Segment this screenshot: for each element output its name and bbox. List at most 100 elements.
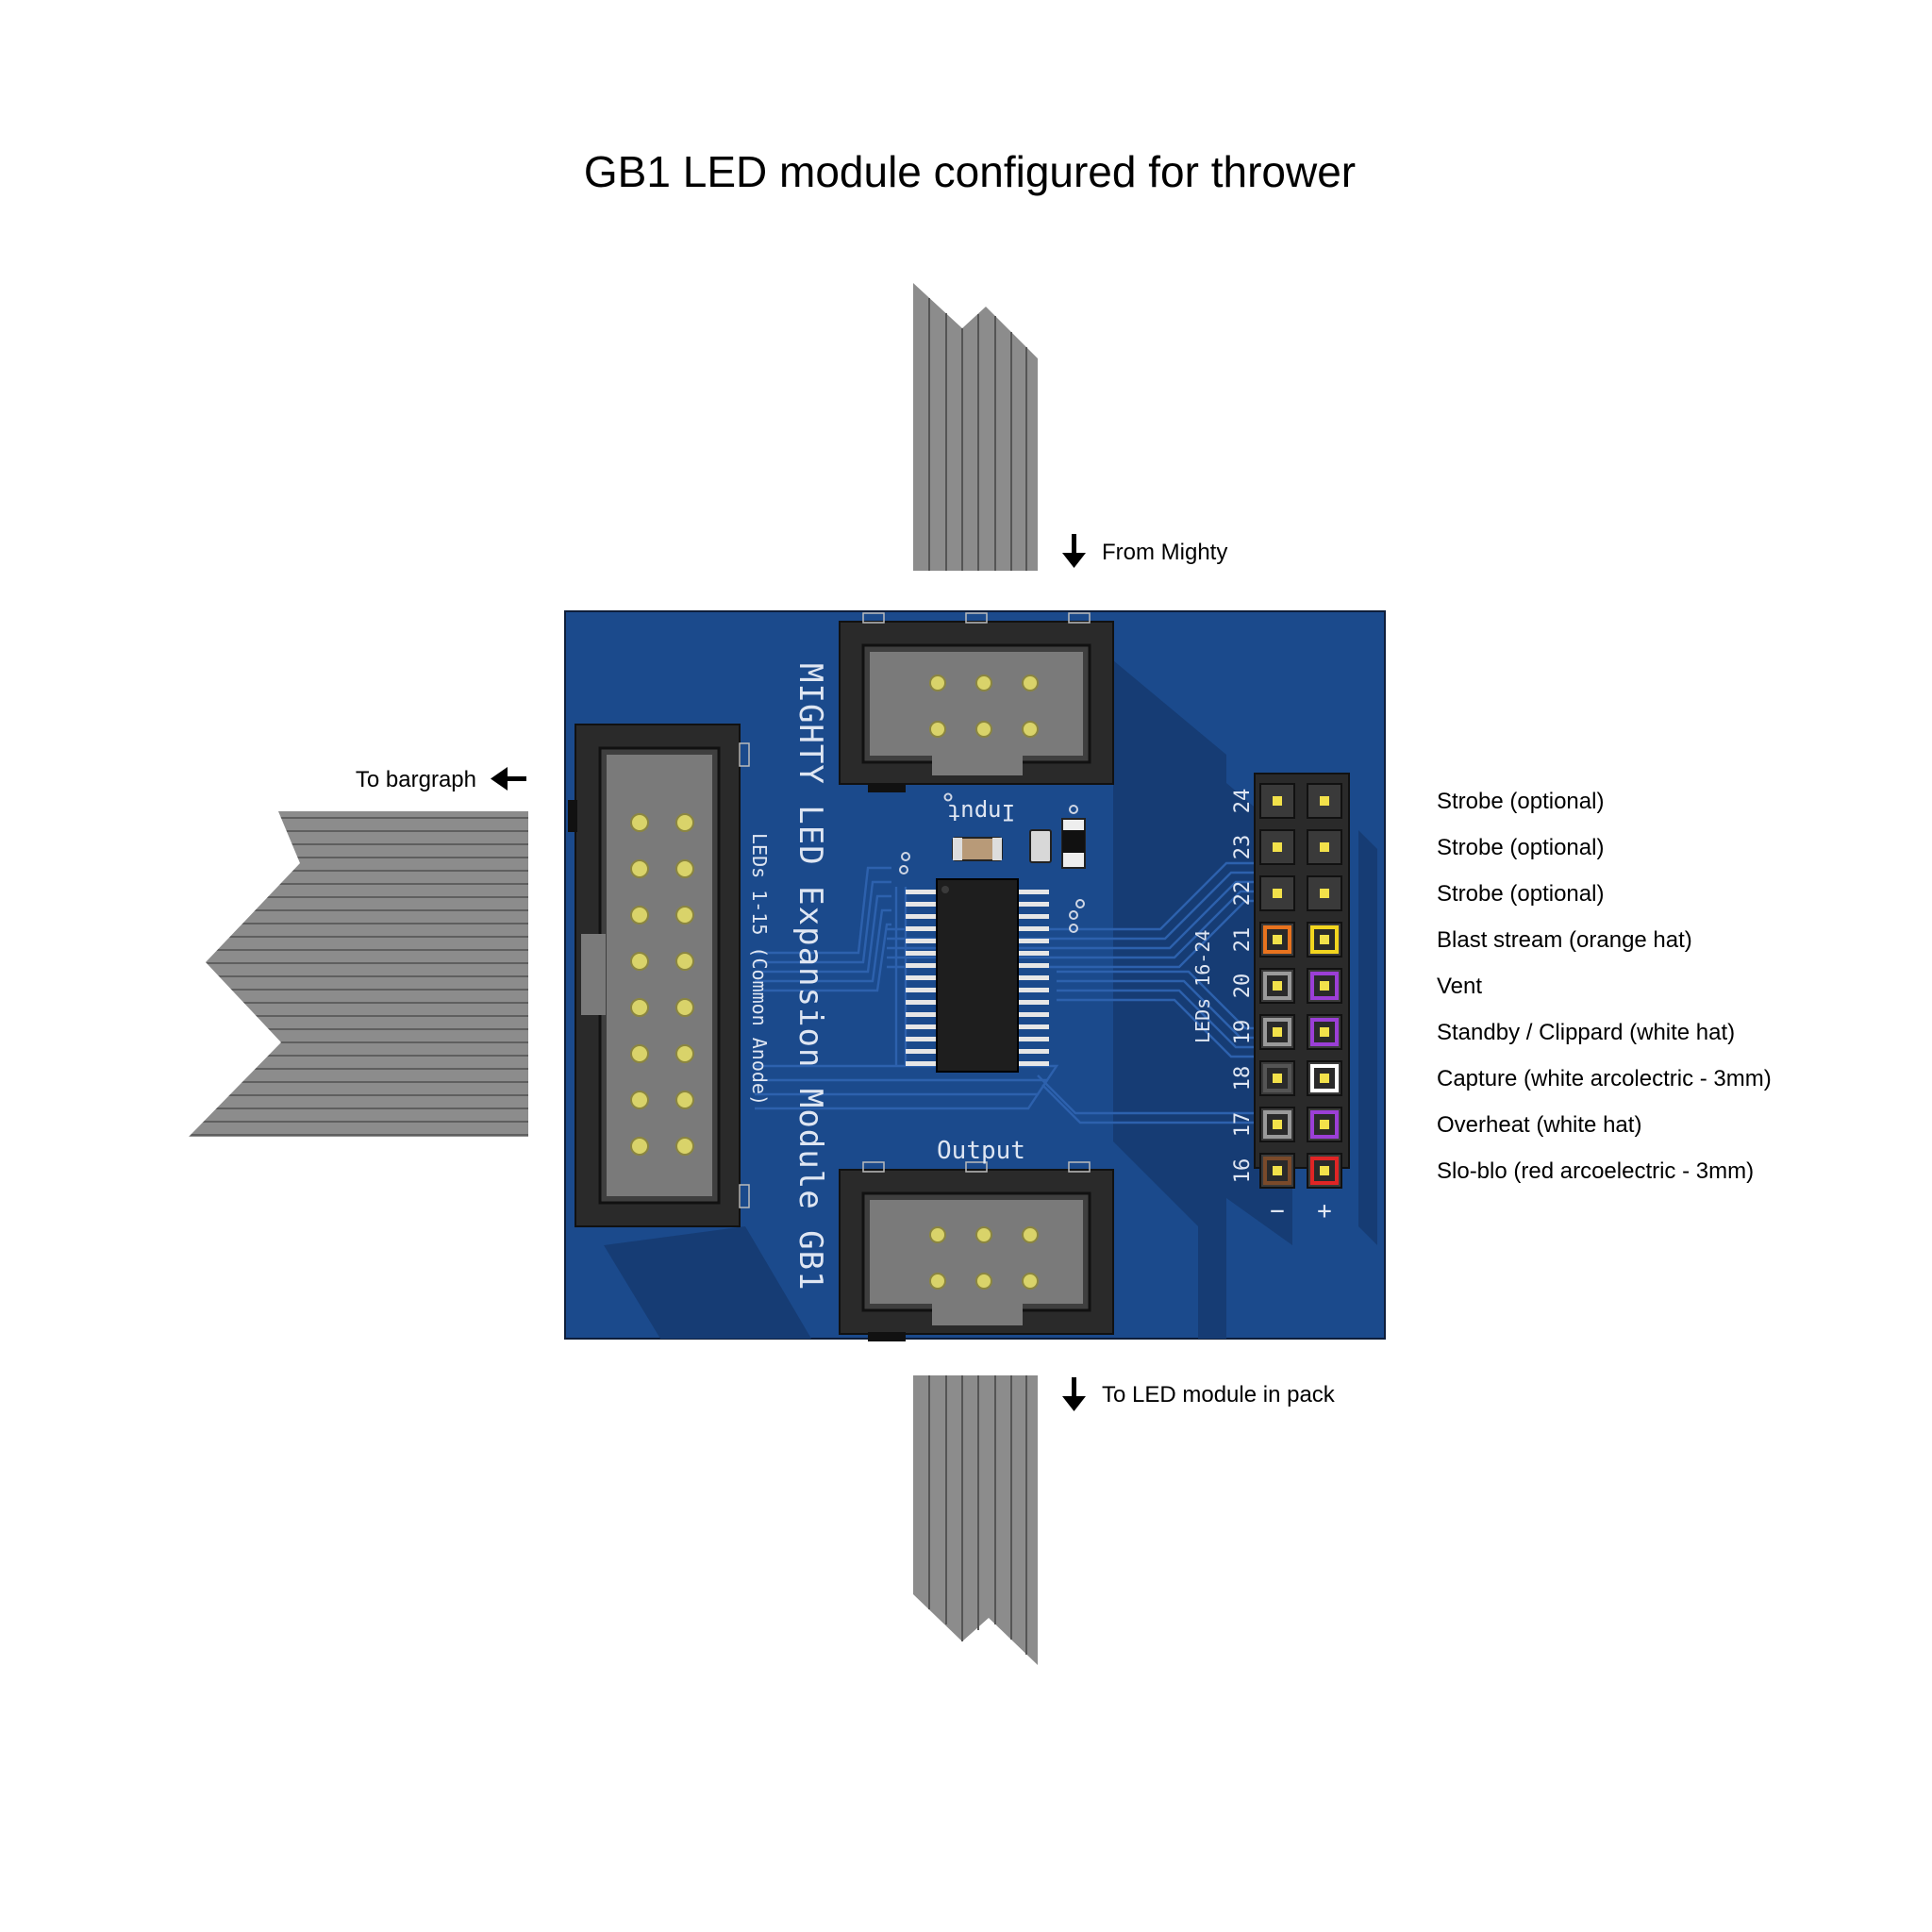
ic-lead xyxy=(906,975,938,980)
header-pad xyxy=(675,1091,694,1109)
left-header-silkscreen: LEDs 1-15 (Common Anode) xyxy=(748,833,771,1106)
left-header-pads xyxy=(630,813,694,1156)
pin-number: 20 xyxy=(1231,974,1255,999)
header-pin xyxy=(1320,889,1329,898)
diagram-title: GB1 LED module configured for thrower xyxy=(584,147,1356,196)
smd-components xyxy=(899,792,1086,933)
connector-pad xyxy=(929,1226,946,1243)
pin-number: 22 xyxy=(1231,881,1255,907)
ic-lead xyxy=(1017,975,1049,980)
ic-lead xyxy=(1017,902,1049,907)
ic-lead xyxy=(1017,939,1049,943)
header-pad xyxy=(675,813,694,832)
from-mighty-label: From Mighty xyxy=(1102,540,1227,565)
pin-function-label: Capture (white arcolectric - 3mm) xyxy=(1437,1066,1772,1091)
header-pad xyxy=(630,1091,649,1109)
ic-lead xyxy=(906,988,938,992)
pin-function-label: Slo-blo (red arcoelectric - 3mm) xyxy=(1437,1158,1754,1184)
header-pin xyxy=(1320,981,1329,991)
pin-number: 23 xyxy=(1231,835,1255,860)
down-arrow-icon xyxy=(1062,1377,1086,1411)
plus-polarity-label: + xyxy=(1317,1197,1332,1225)
output-connector xyxy=(839,1161,1114,1341)
header-pin xyxy=(1273,1027,1282,1037)
header-pin xyxy=(1320,935,1329,944)
pin-function-label: Overheat (white hat) xyxy=(1437,1112,1641,1138)
to-led-module-label: To LED module in pack xyxy=(1102,1382,1336,1407)
ic-lead xyxy=(906,902,938,907)
ic-leads xyxy=(906,890,1049,1066)
right-header-pins xyxy=(1259,783,1342,1189)
connector-pad xyxy=(1022,1273,1039,1290)
header-pad xyxy=(675,859,694,878)
pin-number-labels: 24 23 22 21 20 19 18 17 16 xyxy=(1231,789,1255,1184)
header-pad xyxy=(675,1137,694,1156)
header-pin xyxy=(1273,842,1282,852)
right-header-silkscreen: LEDs 16-24 xyxy=(1191,930,1214,1043)
ic-lead xyxy=(1017,1037,1049,1041)
header-pad xyxy=(630,813,649,832)
header-pin xyxy=(1320,1027,1329,1037)
output-connector-pads xyxy=(929,1226,1039,1290)
header-pad xyxy=(675,906,694,924)
connector-pad xyxy=(975,721,992,738)
ic-lead xyxy=(906,1012,938,1017)
pin-number: 18 xyxy=(1231,1066,1255,1091)
led-wire-marker xyxy=(1310,1018,1339,1046)
ic-lead xyxy=(906,1061,938,1066)
connector-pad xyxy=(929,721,946,738)
ic-chip xyxy=(906,878,1049,1073)
header-pin xyxy=(1273,1120,1282,1129)
ic-lead xyxy=(906,963,938,968)
board-name-silkscreen: MIGHTY LED Expansion Module GB1 xyxy=(791,663,829,1291)
minus-polarity-label: − xyxy=(1270,1197,1285,1225)
ic-lead xyxy=(906,1000,938,1005)
ic-lead xyxy=(1017,914,1049,919)
ic-lead xyxy=(906,926,938,931)
header-pad xyxy=(675,1044,694,1063)
left-idc-connector xyxy=(568,724,750,1227)
connector-pad xyxy=(1022,721,1039,738)
pin-number: 24 xyxy=(1231,789,1255,814)
led-wire-marker xyxy=(1310,1157,1339,1185)
ic-lead xyxy=(906,939,938,943)
right-led-header xyxy=(1254,773,1350,1189)
pin-function-label: Vent xyxy=(1437,974,1482,999)
pin-function-label: Strobe (optional) xyxy=(1437,881,1604,907)
connector-pad xyxy=(975,1273,992,1290)
connector-pad xyxy=(1022,675,1039,691)
pin-number: 21 xyxy=(1231,927,1255,953)
input-connector-pads xyxy=(929,675,1039,738)
ic-lead xyxy=(906,1024,938,1029)
header-pin xyxy=(1320,796,1329,806)
ic-lead xyxy=(1017,890,1049,894)
header-pin xyxy=(1273,981,1282,991)
ic-lead xyxy=(1017,1061,1049,1066)
header-pad xyxy=(630,1137,649,1156)
header-pad xyxy=(630,998,649,1017)
pin-function-label: Strobe (optional) xyxy=(1437,835,1604,860)
left-ribbon-cable xyxy=(189,811,528,1137)
ic-lead xyxy=(1017,988,1049,992)
ic-lead xyxy=(1017,1024,1049,1029)
ic-lead xyxy=(1017,1000,1049,1005)
left-arrow-icon xyxy=(491,767,526,791)
connector-pad xyxy=(975,1226,992,1243)
header-pin xyxy=(1320,1074,1329,1083)
header-pad xyxy=(630,1044,649,1063)
header-pin xyxy=(1273,796,1282,806)
input-connector xyxy=(839,612,1114,792)
pin-number: 16 xyxy=(1231,1158,1255,1184)
output-silkscreen: Output xyxy=(937,1137,1025,1165)
ic-lead xyxy=(906,951,938,956)
ic-lead xyxy=(1017,926,1049,931)
led-wire-marker xyxy=(1263,1064,1291,1092)
ic-lead xyxy=(1017,1049,1049,1054)
to-bargraph-annotation: To bargraph xyxy=(356,767,526,792)
pin-number: 19 xyxy=(1231,1020,1255,1045)
from-mighty-annotation: From Mighty xyxy=(1062,534,1227,568)
pin-number: 17 xyxy=(1231,1112,1255,1138)
ic-lead xyxy=(906,890,938,894)
ic-lead xyxy=(1017,951,1049,956)
connector-pad xyxy=(929,1273,946,1290)
